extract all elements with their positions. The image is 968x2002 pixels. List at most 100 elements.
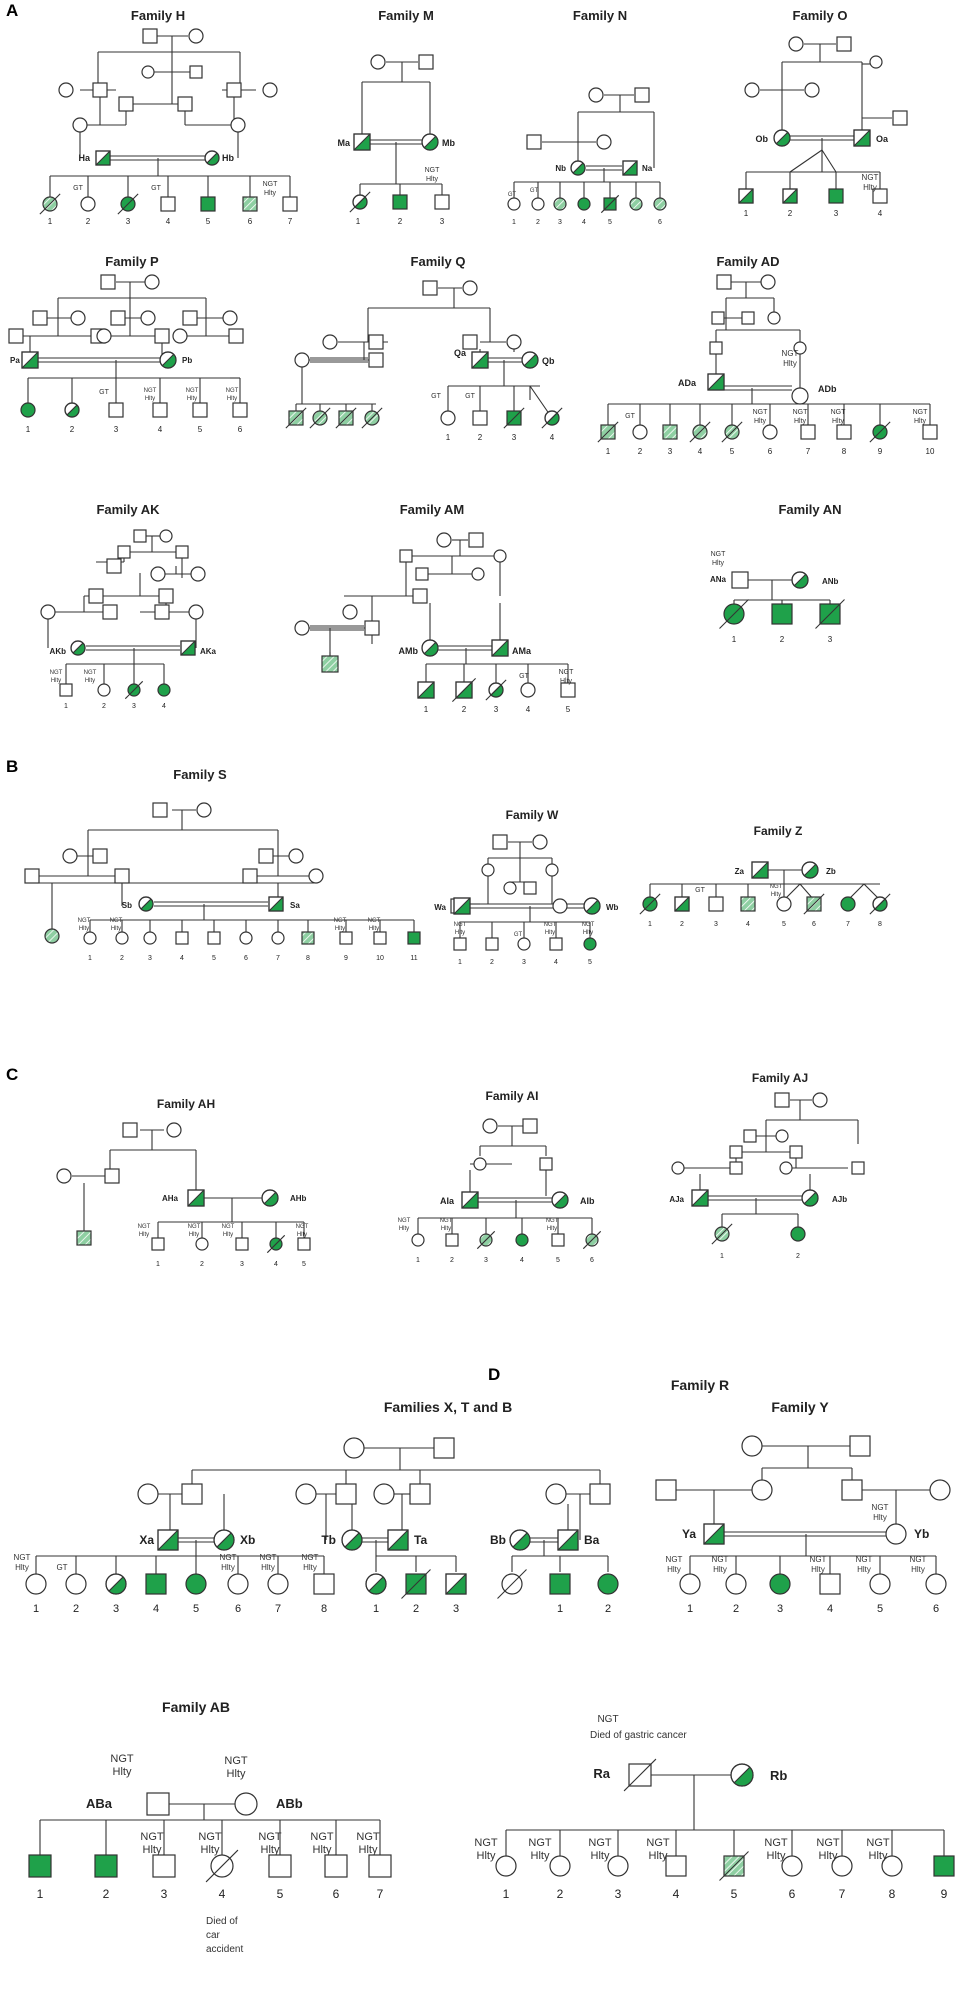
male-symbol [110, 310, 126, 326]
individual-number: 2 [120, 955, 124, 962]
status-note: NGT [559, 669, 575, 676]
male-symbol [335, 1483, 357, 1505]
female-symbol [689, 421, 711, 443]
status-note: Hlty [667, 1565, 681, 1574]
female-symbol [157, 683, 171, 697]
male-symbol [232, 402, 248, 418]
individual-number: 5 [193, 1603, 199, 1615]
female-symbol [840, 896, 856, 912]
female-symbol [531, 197, 545, 211]
status-note: GT [56, 1563, 67, 1572]
male-symbol [433, 1437, 455, 1459]
status-note: GT [514, 932, 523, 938]
status-note: NGT [220, 1553, 237, 1562]
status-note: NGT [198, 1831, 222, 1843]
female-symbol [493, 549, 507, 563]
male-symbol [662, 424, 678, 440]
individual-number: 8 [842, 447, 847, 456]
male-symbol [560, 682, 576, 698]
status-note: Hlty [911, 1565, 925, 1574]
status-note: Hlty [223, 1232, 233, 1238]
female-symbol [96, 328, 112, 344]
individual-number: 6 [238, 425, 243, 434]
female-symbol [741, 1435, 763, 1457]
female-symbol [204, 150, 220, 166]
status-note: Hlty [227, 396, 237, 402]
female-symbol [711, 1223, 733, 1245]
male-symbol [102, 604, 118, 620]
status-note: Hlty [771, 892, 781, 898]
individual-label: Na [642, 164, 653, 173]
male-symbol [623, 1758, 657, 1792]
male-symbol [417, 681, 435, 699]
individual-label: ANa [710, 575, 727, 584]
status-note: Hlty [359, 1844, 378, 1856]
male-symbol [803, 893, 825, 915]
status-note: NGT [711, 551, 727, 558]
individual-number: 1 [26, 425, 31, 434]
male-symbol [445, 1573, 467, 1595]
individual-number: 3 [828, 635, 833, 644]
male-symbol [703, 1523, 725, 1545]
individual-number: 8 [889, 1887, 896, 1901]
male-symbol [118, 96, 134, 112]
female-symbol [159, 529, 173, 543]
individual-number: 6 [933, 1603, 939, 1615]
male-symbol [549, 937, 563, 951]
female-symbol [721, 421, 743, 443]
individual-label: AHb [290, 1194, 307, 1203]
male-symbol [353, 133, 371, 151]
status-note: NGT [474, 1837, 498, 1849]
family-title: Family M [378, 8, 434, 23]
individual-number: 7 [806, 447, 811, 456]
status-note: Died of [206, 1916, 238, 1927]
individual-label: Nb [555, 164, 566, 173]
individual-label: ANb [822, 577, 839, 586]
female-symbol [607, 1855, 629, 1877]
individual-number: 6 [333, 1887, 340, 1901]
panel-label-a: A [6, 1, 18, 20]
male-symbol [526, 134, 542, 150]
female-symbol [72, 117, 88, 133]
female-symbol [185, 1573, 207, 1595]
individual-number: 2 [103, 1887, 110, 1901]
status-note: Died of gastric cancer [590, 1730, 687, 1741]
male-symbol [523, 881, 537, 895]
individual-number: 3 [834, 209, 839, 218]
status-note: Hlty [79, 926, 89, 932]
male-symbol [187, 1189, 205, 1207]
individual-number: 4 [526, 705, 531, 714]
individual-number: 3 [714, 921, 718, 928]
male-symbol [368, 334, 384, 350]
status-note: NGT [398, 1218, 411, 1224]
female-symbol [485, 679, 507, 701]
individual-label: Ra [593, 1766, 610, 1781]
female-symbol [929, 1479, 951, 1501]
female-symbol [482, 1118, 498, 1134]
status-note: NGT [597, 1714, 618, 1725]
male-symbol [122, 1122, 138, 1138]
male-symbol [94, 1854, 118, 1878]
female-symbol [172, 328, 188, 344]
individual-number: 6 [768, 447, 773, 456]
male-symbol [707, 373, 725, 391]
male-symbol [373, 931, 387, 945]
female-symbol [227, 1573, 249, 1595]
individual-label: Ba [584, 1533, 600, 1547]
individual-number: 2 [398, 217, 403, 226]
female-symbol [869, 55, 883, 69]
individual-label: AIa [440, 1196, 455, 1206]
status-note: accident [206, 1944, 243, 1955]
status-note: Hlty [712, 560, 725, 567]
individual-number: 6 [244, 955, 248, 962]
individual-number: 7 [276, 955, 280, 962]
status-note: Hlty [189, 1232, 199, 1238]
individual-number: 1 [446, 433, 451, 442]
individual-number: 2 [557, 1887, 564, 1901]
female-symbol [517, 937, 531, 951]
male-symbol [154, 328, 170, 344]
male-symbol [492, 834, 508, 850]
male-symbol [729, 1145, 743, 1159]
female-symbol [791, 387, 809, 405]
male-symbol [192, 402, 208, 418]
